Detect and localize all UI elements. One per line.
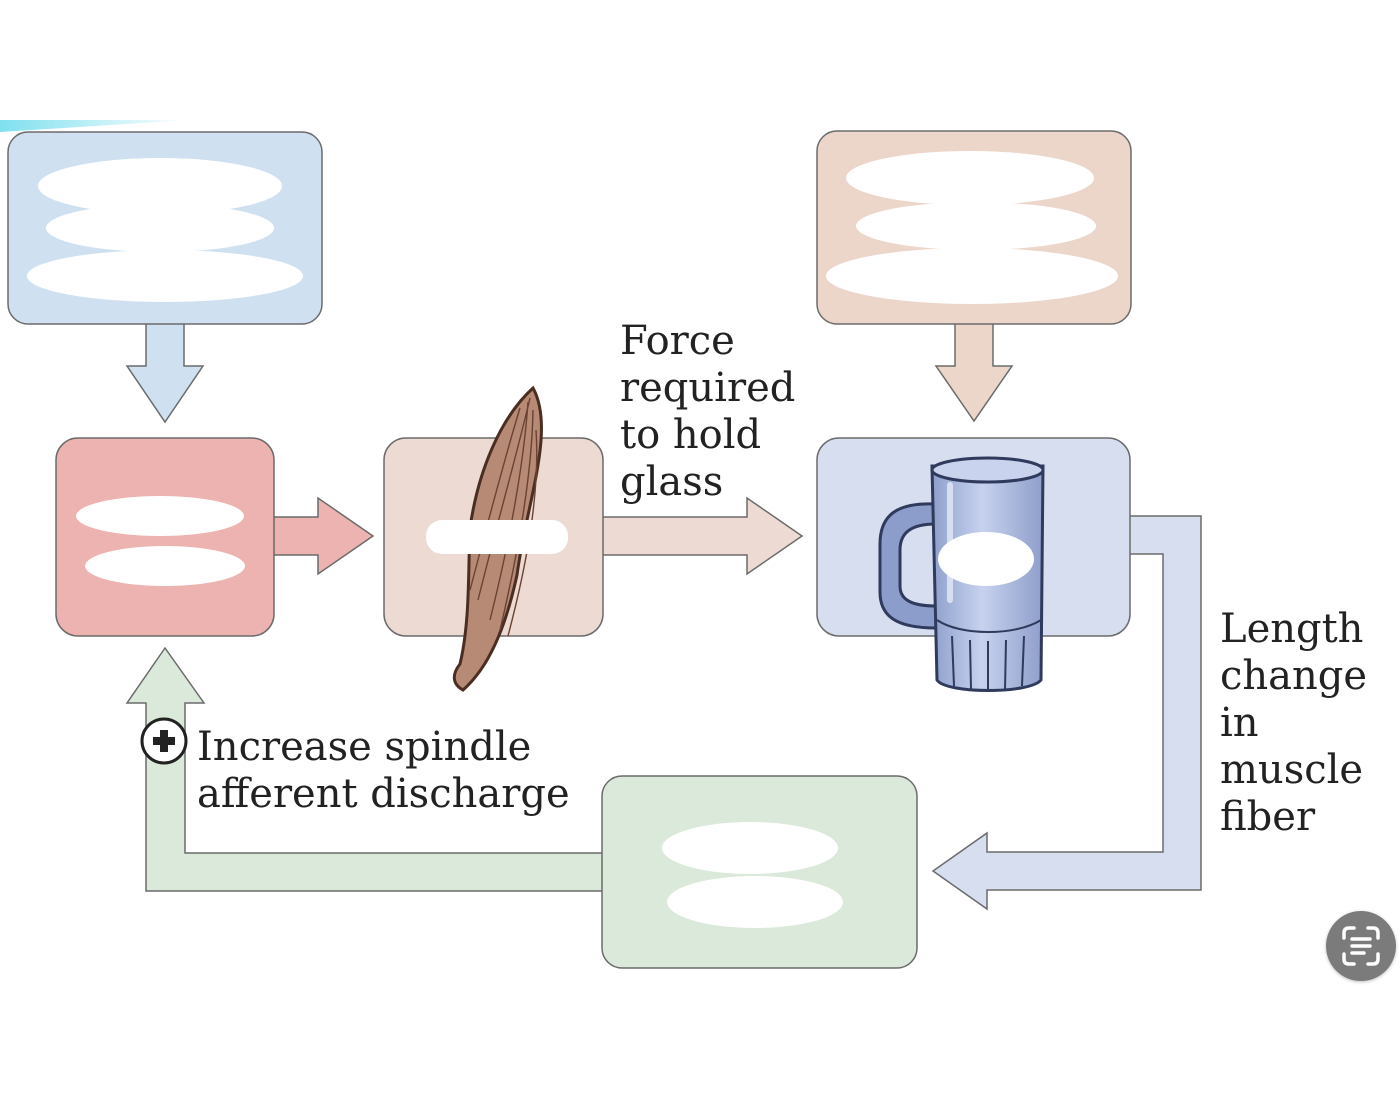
- decorative-streak: [0, 120, 190, 132]
- scan-text-button[interactable]: [1326, 911, 1396, 981]
- arrow-feedback: [125, 646, 611, 892]
- arrow-down-right: [934, 317, 1014, 423]
- arrow-down-left: [125, 317, 205, 424]
- arrow-force: [597, 496, 804, 576]
- arrow-to-muscle: [267, 496, 375, 576]
- label-spindle-afferent: Increase spindle afferent discharge: [197, 724, 570, 817]
- label-length-change: Length change in muscle fiber: [1220, 606, 1368, 840]
- box-motor-neuron: [55, 437, 275, 637]
- plus-sign-icon: [140, 717, 188, 765]
- scan-text-icon: [1342, 926, 1380, 966]
- redaction-blobs: [27, 151, 1118, 928]
- arrow-length-change: [931, 515, 1202, 911]
- label-force-required: Force required to hold glass: [620, 318, 796, 505]
